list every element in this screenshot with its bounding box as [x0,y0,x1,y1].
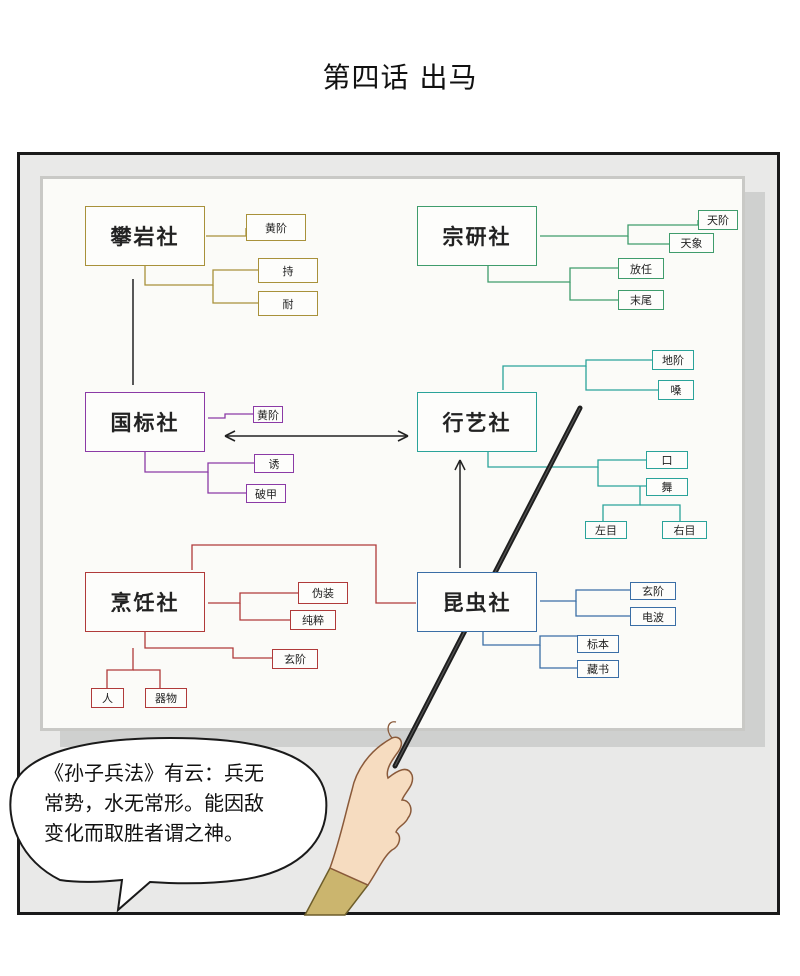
speech-bubble [9,736,328,913]
xingyi-sub-dijie: 地阶 [652,350,694,370]
club-xingyi: 行艺社 [417,392,537,452]
panyan-sub-chi: 持 [258,258,318,283]
kunchong-sub-biaoben: 标本 [577,635,619,653]
club-kunchong-label: 昆虫社 [442,591,512,615]
speech-line-3: 变化而取胜者谓之神。 [44,821,244,845]
guobiao-sub-you: 诱 [254,454,294,473]
kunchong-sub-cangshu: 藏书 [577,660,619,678]
hand-illustration [303,721,414,916]
club-pengren: 烹饪社 [85,572,205,632]
club-xingyi-label: 行艺社 [442,411,512,435]
club-panyan: 攀岩社 [85,206,205,266]
speech-line-2: 常势，水无常形。能因敌 [44,791,264,815]
xingyi-sub-sang: 嗓 [658,380,694,400]
xingyi-sub-kou: 口 [646,451,688,469]
panyan-sub-nai: 耐 [258,291,318,316]
club-guobiao: 国标社 [85,392,205,452]
kunchong-sub-xuanjie: 玄阶 [630,582,676,600]
pengren-sub-qiwu: 器物 [145,688,187,708]
xingyi-sub-wu: 舞 [646,478,688,496]
club-panyan-label: 攀岩社 [110,225,180,249]
speech-line-1: 《孙子兵法》有云：兵无 [44,761,264,785]
pengren-sub-chuncui: 纯粹 [290,610,336,630]
club-guobiao-label: 国标社 [110,411,180,435]
pengren-sub-ren: 人 [91,688,124,708]
xingyi-sub-zuomu: 左目 [585,521,627,539]
chapter-title: 第四话 出马 [322,61,478,94]
guobiao-sub-pojia: 破甲 [246,484,286,503]
kunchong-sub-dianbo: 电波 [630,607,676,626]
pengren-sub-weizhuang: 伪装 [298,582,348,604]
zongyan-sub-fangren: 放任 [618,258,664,279]
guobiao-sub-huangjie: 黄阶 [253,406,283,423]
panyan-sub-huangjie: 黄阶 [246,214,306,241]
zongyan-sub-tianjie: 天阶 [698,210,738,230]
zongyan-sub-tianxiang: 天象 [669,233,714,253]
club-zongyan-label: 宗研社 [442,225,512,249]
xingyi-sub-youmu: 右目 [662,521,707,539]
club-kunchong: 昆虫社 [417,572,537,632]
club-pengren-label: 烹饪社 [110,591,180,615]
speech-text: 《孙子兵法》有云：兵无 常势，水无常形。能因敌 变化而取胜者谓之神。 [44,758,334,848]
club-zongyan: 宗研社 [417,206,537,266]
zongyan-sub-mowei: 末尾 [618,290,664,310]
pengren-sub-xuanjie: 玄阶 [272,649,318,669]
